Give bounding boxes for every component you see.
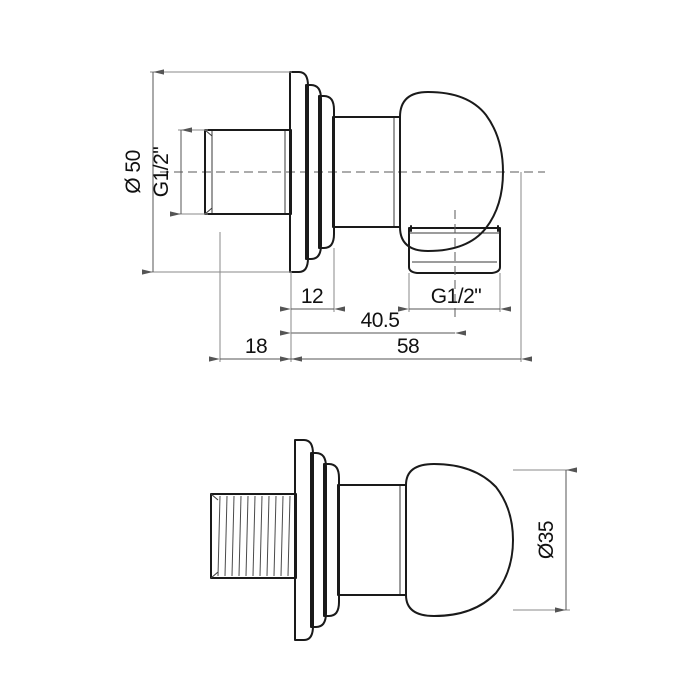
label-12: 12 [301,285,323,308]
outlet-collar-top [408,227,501,274]
label-g12-inlet: G1/2" [150,147,173,198]
top-view-group: Ø 50 G1/2" 12 G1/2" 40.5 18 [122,69,545,362]
ball-head-top [399,91,504,252]
label-g12-outlet: G1/2" [431,285,482,308]
body-tube-bottom [337,484,407,596]
flange-plate-2-bottom [310,452,327,628]
inlet-chamfer-bottom [210,493,219,579]
thread-hatching-group [217,495,291,577]
flange-plate-3-bottom [323,463,340,617]
outlet-neck-shoulders [410,225,499,232]
ball-head-bottom [405,463,514,617]
bottom-view-group: Ø35 [210,439,577,641]
label-58: 58 [397,335,419,358]
label-dia35: Ø35 [535,521,558,559]
label-18: 18 [245,335,267,358]
flange-plate-3-top [318,95,335,249]
flange-plate-2-top [305,84,322,260]
label-dia50: Ø 50 [122,150,145,194]
inlet-chamfer [204,129,213,215]
label-40-5: 40.5 [361,309,400,332]
